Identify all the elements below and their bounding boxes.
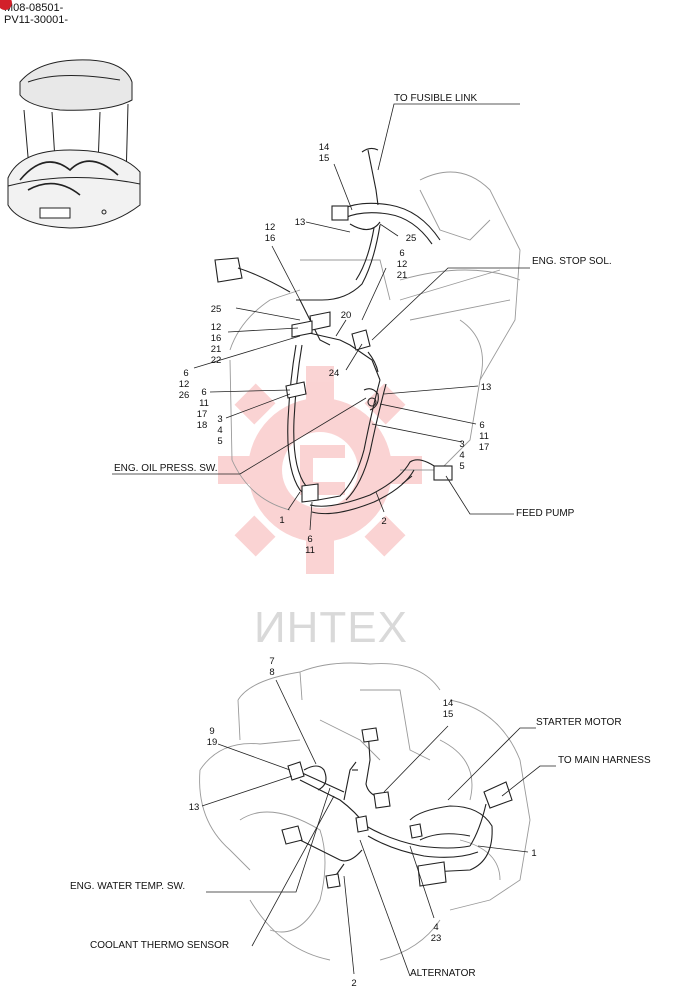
ref-number: 25 xyxy=(211,304,222,315)
ref-number: 13 xyxy=(189,802,200,813)
ref-number: 4 xyxy=(459,450,464,461)
ref-number: 14 xyxy=(443,698,454,709)
ref-number: 6 xyxy=(183,368,188,379)
marker-dot-icon xyxy=(0,0,12,10)
ref-number: 16 xyxy=(211,333,222,344)
bottom-leader-lines xyxy=(201,679,556,977)
ref-number: 6 xyxy=(307,534,312,545)
ref-number: 4 xyxy=(433,922,438,933)
label-eng-water-temp-sw: ENG. WATER TEMP. SW. xyxy=(70,881,185,892)
ref-number: 19 xyxy=(207,737,218,748)
label-feed-pump: FEED PUMP xyxy=(516,508,575,519)
ref-number: 12 xyxy=(265,222,276,233)
ref-number: 23 xyxy=(431,933,442,944)
ref-number: 11 xyxy=(305,545,315,556)
ref-number: 11 xyxy=(199,398,209,409)
ref-number: 24 xyxy=(329,368,340,379)
ref-number: 12 xyxy=(211,322,222,333)
ref-number: 3 xyxy=(459,439,464,450)
ref-number: 1 xyxy=(279,515,284,526)
ref-number: 22 xyxy=(211,355,222,366)
serial-line-2: PV11-30001- xyxy=(4,14,69,26)
ref-number: 4 xyxy=(217,425,222,436)
ref-number: 17 xyxy=(197,409,208,420)
ref-number: 5 xyxy=(217,436,222,447)
top-wire-harness xyxy=(214,147,453,515)
label-to-fusible-link: TO FUSIBLE LINK xyxy=(394,93,478,104)
ref-number: 26 xyxy=(179,390,190,401)
watermark-logo-icon xyxy=(218,366,422,574)
label-alternator: ALTERNATOR xyxy=(410,968,476,979)
serial-range-block: M08-08501- PV11-30001- xyxy=(0,0,69,26)
bottom-engine-outline xyxy=(199,662,531,961)
label-eng-stop-sol: ENG. STOP SOL. xyxy=(532,256,612,267)
ref-number: 6 xyxy=(399,248,404,259)
label-eng-oil-press-sw: ENG. OIL PRESS. SW. xyxy=(114,463,218,474)
top-engine-outline xyxy=(229,171,521,511)
serial-line-1: M08-08501- xyxy=(4,2,64,14)
ref-number: 13 xyxy=(295,217,306,228)
ref-number: 15 xyxy=(443,709,454,720)
ref-number: 11 xyxy=(479,431,489,442)
label-coolant-thermo-sensor: COOLANT THERMO SENSOR xyxy=(90,940,229,951)
top-leader-lines xyxy=(112,103,530,531)
ref-number: 18 xyxy=(197,420,208,431)
machine-thumbnail-icon xyxy=(7,59,141,229)
ref-number: 1 xyxy=(531,848,536,859)
ref-number: 14 xyxy=(319,142,330,153)
ref-number: 9 xyxy=(209,726,214,737)
ref-number: 25 xyxy=(406,233,417,244)
ref-number: 21 xyxy=(397,270,408,281)
ref-number: 2 xyxy=(381,516,386,527)
bottom-callout-text: STARTER MOTOR TO MAIN HARNESS ENG. WATER… xyxy=(70,656,651,989)
ref-number: 21 xyxy=(211,344,222,355)
ref-number: 12 xyxy=(397,259,408,270)
ref-number: 16 xyxy=(265,233,276,244)
ref-number: 5 xyxy=(459,461,464,472)
watermark-text: ИНТЕХ xyxy=(254,603,408,652)
ref-number: 2 xyxy=(351,978,356,989)
ref-number: 12 xyxy=(179,379,190,390)
ref-number: 20 xyxy=(341,310,352,321)
label-to-main-harness: TO MAIN HARNESS xyxy=(558,755,651,766)
ref-number: 17 xyxy=(479,442,490,453)
ref-number: 15 xyxy=(319,153,330,164)
label-starter-motor: STARTER MOTOR xyxy=(536,717,622,728)
ref-number: 6 xyxy=(201,387,206,398)
bottom-wire-harness xyxy=(281,727,513,889)
ref-number: 6 xyxy=(479,420,484,431)
ref-number: 3 xyxy=(217,414,222,425)
ref-number: 13 xyxy=(481,382,492,393)
ref-number: 8 xyxy=(269,667,274,678)
ref-number: 7 xyxy=(269,656,274,667)
top-callout-text: TO FUSIBLE LINK ENG. STOP SOL. ENG. OIL … xyxy=(114,93,612,556)
